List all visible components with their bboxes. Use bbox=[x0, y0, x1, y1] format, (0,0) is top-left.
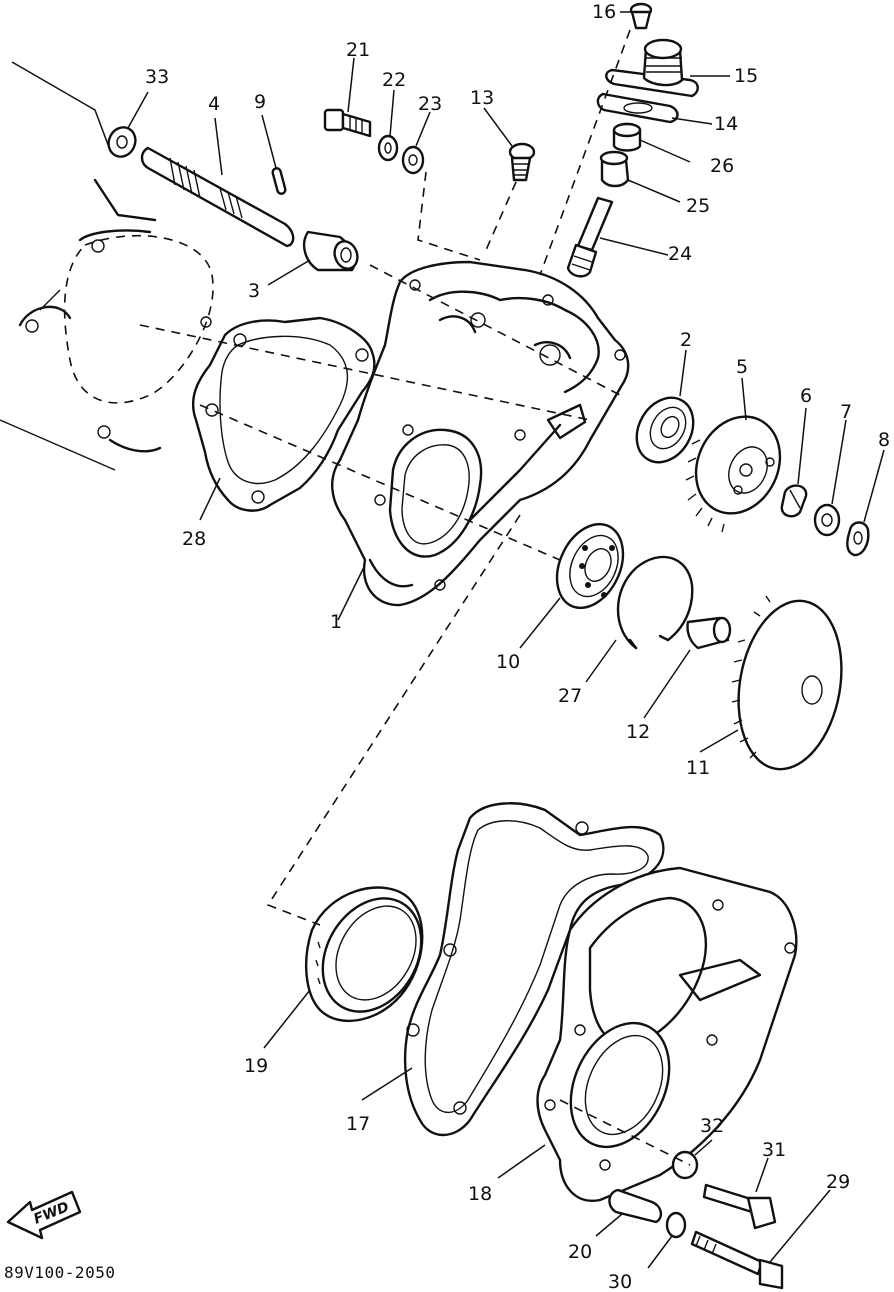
circlip-part-8 bbox=[846, 521, 870, 557]
screw-part-13 bbox=[508, 142, 536, 182]
bolt-part-21 bbox=[323, 108, 372, 138]
callout-7: 7 bbox=[840, 401, 852, 423]
callout-14: 14 bbox=[714, 113, 738, 135]
callout-21: 21 bbox=[346, 39, 370, 61]
callout-1: 1 bbox=[330, 611, 342, 633]
callout-4: 4 bbox=[208, 93, 220, 115]
callout-19: 19 bbox=[244, 1055, 268, 1077]
washer-part-30 bbox=[665, 1211, 687, 1239]
callout-12: 12 bbox=[626, 721, 650, 743]
callout-11: 11 bbox=[686, 757, 710, 779]
pin-part-9 bbox=[271, 167, 287, 195]
callout-23: 23 bbox=[418, 93, 442, 115]
cover-part-18 bbox=[536, 866, 798, 1202]
callout-33: 33 bbox=[145, 66, 169, 88]
assembly-lines bbox=[139, 29, 691, 1166]
callout-5: 5 bbox=[736, 356, 748, 378]
callout-13: 13 bbox=[470, 87, 494, 109]
pin-part-12 bbox=[686, 616, 732, 650]
callout-32: 32 bbox=[700, 1115, 724, 1137]
callout-30: 30 bbox=[608, 1271, 632, 1292]
gear-part-11 bbox=[731, 595, 843, 771]
callout-31: 31 bbox=[762, 1139, 786, 1161]
shaft-part-4 bbox=[140, 146, 295, 248]
flange-part-15 bbox=[605, 38, 699, 98]
screw-part-16 bbox=[629, 2, 653, 30]
callout-15: 15 bbox=[734, 65, 758, 87]
crankcase-outline bbox=[0, 61, 214, 471]
callout-18: 18 bbox=[468, 1183, 492, 1205]
callout-22: 22 bbox=[382, 69, 406, 91]
washer-part-32 bbox=[671, 1150, 699, 1180]
gear-part-5 bbox=[685, 415, 782, 533]
bushing-part-25 bbox=[599, 150, 630, 188]
callout-9: 9 bbox=[254, 91, 266, 113]
dowel-pin-part-20 bbox=[608, 1188, 663, 1224]
callout-26: 26 bbox=[710, 155, 734, 177]
washer-part-33 bbox=[107, 126, 137, 158]
circlip-part-27 bbox=[616, 555, 694, 650]
callout-16: 16 bbox=[592, 1, 616, 23]
callout-3: 3 bbox=[248, 280, 260, 302]
callout-6: 6 bbox=[800, 385, 812, 407]
bushing-part-3 bbox=[303, 230, 359, 272]
callout-24: 24 bbox=[668, 243, 692, 265]
callout-17: 17 bbox=[346, 1113, 370, 1135]
gear-case-part-1 bbox=[331, 260, 630, 607]
lock-washer-part-22 bbox=[377, 134, 399, 162]
callout-10: 10 bbox=[496, 651, 520, 673]
callout-2: 2 bbox=[680, 329, 692, 351]
washer-part-23 bbox=[401, 145, 425, 175]
bolt-part-29 bbox=[690, 1230, 784, 1290]
washer-part-7 bbox=[813, 503, 841, 537]
callout-27: 27 bbox=[558, 685, 582, 707]
seal-part-26 bbox=[612, 122, 642, 152]
callout-20: 20 bbox=[568, 1241, 592, 1263]
callout-25: 25 bbox=[686, 195, 710, 217]
gasket-part-17 bbox=[403, 802, 665, 1137]
callout-8: 8 bbox=[878, 429, 890, 451]
callout-28: 28 bbox=[182, 528, 206, 550]
key-part-6 bbox=[780, 484, 808, 518]
callout-labels: 33 4 9 3 21 22 23 13 16 15 14 26 25 24 2… bbox=[145, 1, 890, 1292]
gasket-part-14 bbox=[596, 92, 679, 124]
bolt-part-31 bbox=[702, 1183, 777, 1230]
callout-29: 29 bbox=[826, 1171, 850, 1193]
oil-seal-part-19 bbox=[304, 886, 424, 1023]
bearing-part-10 bbox=[555, 522, 625, 610]
forward-arrow-icon: FWD bbox=[6, 1190, 82, 1240]
leader-lines bbox=[127, 11, 885, 1269]
drive-gear-part-24 bbox=[566, 196, 614, 278]
drawing-code: 89V100-2050 bbox=[4, 1263, 115, 1282]
bearing-part-2 bbox=[635, 396, 695, 464]
